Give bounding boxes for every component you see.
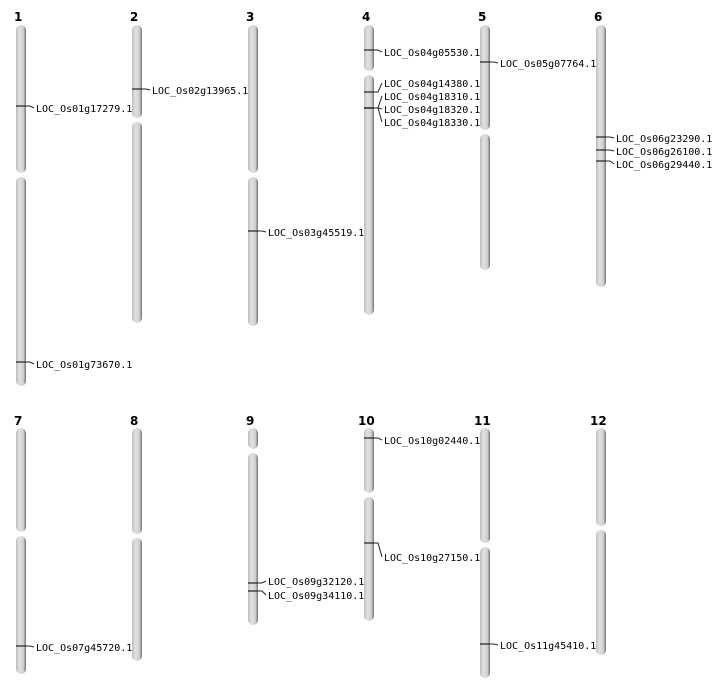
gene-label: LOC_Os11g45410.1 <box>500 641 596 652</box>
gene-label: LOC_Os04g05530.1 <box>384 48 480 59</box>
gene-connector <box>606 149 615 152</box>
gene-label: LOC_Os02g13965.1 <box>152 86 248 97</box>
gene-label: LOC_Os06g23290.1 <box>616 134 712 145</box>
gene-connector <box>374 95 383 109</box>
gene-label: LOC_Os09g34110.1 <box>268 591 364 602</box>
gene-connector <box>26 645 35 648</box>
chromosome-label: 7 <box>14 414 22 428</box>
chromosome-arm-long <box>596 530 606 655</box>
chromosome-arm-long <box>480 134 490 270</box>
gene-connector <box>258 590 267 596</box>
chromosome-label: 8 <box>130 414 138 428</box>
gene-label: LOC_Os06g29440.1 <box>616 160 712 171</box>
chromosome-label: 9 <box>246 414 254 428</box>
gene-label: LOC_Os04g18320.1 <box>384 105 480 116</box>
gene-connector <box>606 136 615 139</box>
chromosome-label: 11 <box>474 414 491 428</box>
gene-label: LOC_Os10g27150.1 <box>384 553 480 564</box>
gene-connector <box>142 88 151 91</box>
gene-connector <box>374 542 383 558</box>
chromosome-arm-long <box>16 177 26 386</box>
gene-label: LOC_Os05g07764.1 <box>500 59 596 70</box>
chromosome-arm-long <box>364 75 374 315</box>
chromosome-label: 2 <box>130 10 138 24</box>
chromosome-arm-long <box>16 536 26 674</box>
gene-connector <box>258 580 267 584</box>
gene-connector <box>490 643 499 646</box>
gene-connector <box>26 361 35 365</box>
chromosome-arm-long <box>364 497 374 621</box>
chromosome-arm-long <box>132 538 142 661</box>
chromosome-label: 3 <box>246 10 254 24</box>
gene-label: LOC_Os01g17279.1 <box>36 104 132 115</box>
gene-connector <box>490 61 499 64</box>
chromosome-12: 12 <box>590 414 607 655</box>
chromosome-8: 8 <box>130 414 142 661</box>
chromosome-arm-short <box>364 428 374 493</box>
gene-label: LOC_Os03g45519.1 <box>268 228 364 239</box>
chromosome-label: 6 <box>594 10 602 24</box>
chromosome-label: 4 <box>362 10 370 24</box>
gene-label: LOC_Os09g32120.1 <box>268 577 364 588</box>
chromosome-arm-long <box>248 453 258 625</box>
chromosome-arm-short <box>132 428 142 534</box>
gene-connector <box>374 107 383 123</box>
chromosome-arm-long <box>480 547 490 678</box>
chromosome-4: 4LOC_Os04g05530.1LOC_Os04g14380.1LOC_Os0… <box>362 10 480 315</box>
gene-connector <box>606 160 615 165</box>
chromosome-arm-short <box>16 428 26 532</box>
gene-label: LOC_Os07g45720.1 <box>36 643 132 654</box>
gene-connector <box>374 82 383 93</box>
chromosome-arm-short <box>364 25 374 71</box>
chromosome-label: 10 <box>358 414 375 428</box>
gene-connector <box>374 49 383 53</box>
gene-label: LOC_Os04g18310.1 <box>384 92 480 103</box>
chromosome-label: 1 <box>14 10 22 24</box>
chromosome-6: 6LOC_Os06g23290.1LOC_Os06g26100.1LOC_Os0… <box>594 10 712 287</box>
chromosome-arm-short <box>596 428 606 526</box>
gene-connector <box>258 230 267 233</box>
gene-connector <box>26 105 35 109</box>
gene-label: LOC_Os04g18330.1 <box>384 118 480 129</box>
gene-label: LOC_Os01g73670.1 <box>36 360 132 371</box>
chromosome-arm-short <box>480 428 490 543</box>
gene-connector <box>374 437 383 441</box>
chromosome-arm-short <box>16 25 26 173</box>
chromosome-arm-short <box>596 25 606 287</box>
chromosome-arm-short <box>132 25 142 118</box>
chromosome-arm-long <box>132 122 142 323</box>
gene-label: LOC_Os10g02440.1 <box>384 436 480 447</box>
gene-label: LOC_Os04g14380.1 <box>384 79 480 90</box>
chromosome-arm-short <box>248 25 258 173</box>
chromosome-arm-short <box>480 25 490 130</box>
chromosome-label: 5 <box>478 10 486 24</box>
chromosome-label: 12 <box>590 414 607 428</box>
chromosome-arm-short <box>248 428 258 449</box>
chromosome-arm-long <box>248 177 258 326</box>
gene-label: LOC_Os06g26100.1 <box>616 147 712 158</box>
